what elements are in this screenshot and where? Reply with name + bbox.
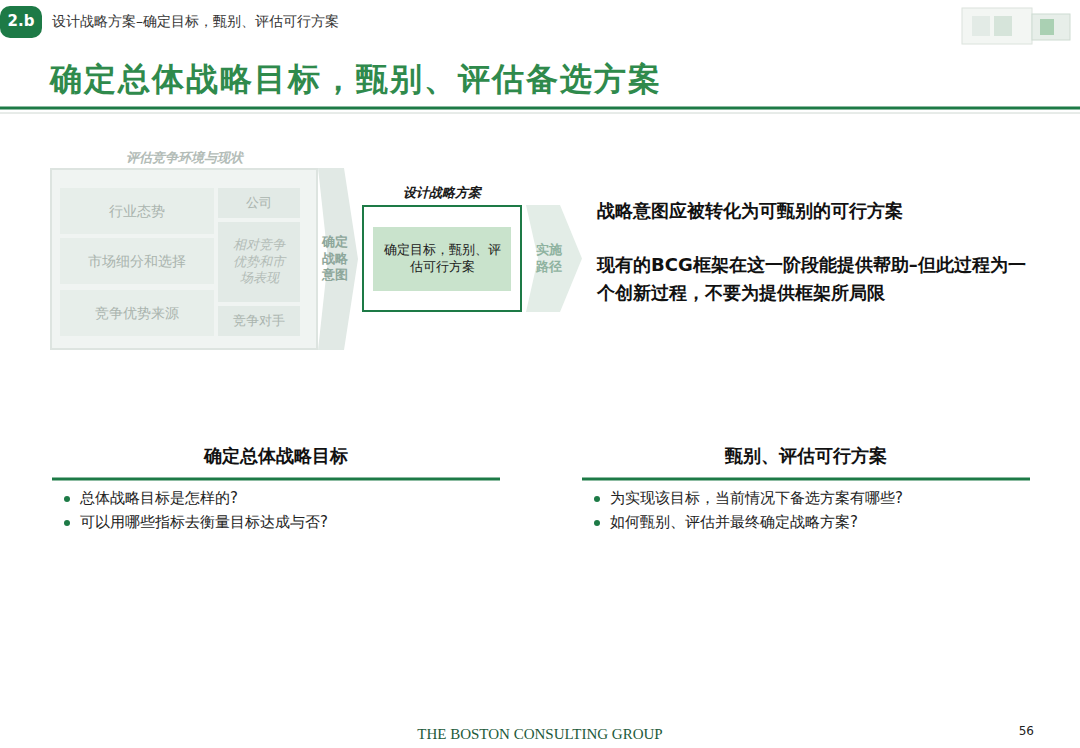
node-text: 竞争对手 <box>233 313 285 330</box>
factor-box: 行业态势 <box>60 188 214 234</box>
section-rule <box>52 478 500 481</box>
node-text: 公司 <box>246 195 272 212</box>
factor-box: 竞争优势来源 <box>60 290 214 336</box>
title-subrule <box>0 113 1080 114</box>
chevron-step: 确定战略意图 <box>318 168 358 350</box>
node-text: 评估竞争环境与现状 <box>109 150 259 167</box>
node-text: 相对竞争优势和市场表现 <box>233 237 285 288</box>
bullet-text: 如何甄别、评估并最终确定战略方案? <box>610 513 858 532</box>
bullet <box>594 496 600 502</box>
factor-box: 竞争对手 <box>218 306 300 336</box>
factor-box: 市场细分和选择 <box>60 238 214 284</box>
context-panel: 评估竞争环境与现状行业态势市场细分和选择竞争优势来源公司相对竞争优势和市场表现竞… <box>50 168 318 350</box>
design-inner-box: 确定目标，甄别、评估可行方案 <box>373 227 511 291</box>
node-text: 市场细分和选择 <box>88 252 186 270</box>
section-rule <box>582 478 1030 481</box>
section-badge-text: 2.b <box>0 12 42 30</box>
node-text: 行业态势 <box>109 202 165 220</box>
node-text: 实施路径 <box>536 242 562 276</box>
node-text: 确定战略意图 <box>322 234 348 285</box>
corner-icon <box>962 8 1070 44</box>
chevron-step: 实施路径 <box>526 205 582 312</box>
breadcrumb: 设计战略方案–确定目标，甄别、评估可行方案 <box>52 13 339 31</box>
section-heading: 甄别、评估可行方案 <box>582 444 1030 468</box>
bullet-text: 可以用哪些指标去衡量目标达成与否? <box>80 513 328 532</box>
node-text: 设计战略方案 <box>364 185 520 202</box>
bullet <box>594 520 600 526</box>
section-heading: 确定总体战略目标 <box>52 444 500 468</box>
page-number: 56 <box>1004 724 1034 738</box>
note-text: 现有的BCG框架在这一阶段能提供帮助–但此过程为一个创新过程，不要为提供框架所局… <box>597 251 1037 307</box>
title-rule <box>0 107 1080 110</box>
bullet <box>64 520 70 526</box>
factor-box: 公司 <box>218 188 300 218</box>
node-text: 竞争优势来源 <box>95 304 179 322</box>
footer-brand: THE BOSTON CONSULTING GROUP <box>340 726 740 743</box>
node-text: 确定目标，甄别、评估可行方案 <box>373 242 511 276</box>
section-badge <box>0 6 42 38</box>
factor-box: 相对竞争优势和市场表现 <box>218 222 300 302</box>
design-box: 设计战略方案确定目标，甄别、评估可行方案 <box>362 205 522 312</box>
bullet-text: 为实现该目标，当前情况下备选方案有哪些? <box>610 489 903 508</box>
bullet-text: 总体战略目标是怎样的? <box>80 489 238 508</box>
note-text: 战略意图应被转化为可甄别的可行方案 <box>597 199 1037 223</box>
page-title: 确定总体战略目标，甄别、评估备选方案 <box>50 58 662 102</box>
bullet <box>64 496 70 502</box>
